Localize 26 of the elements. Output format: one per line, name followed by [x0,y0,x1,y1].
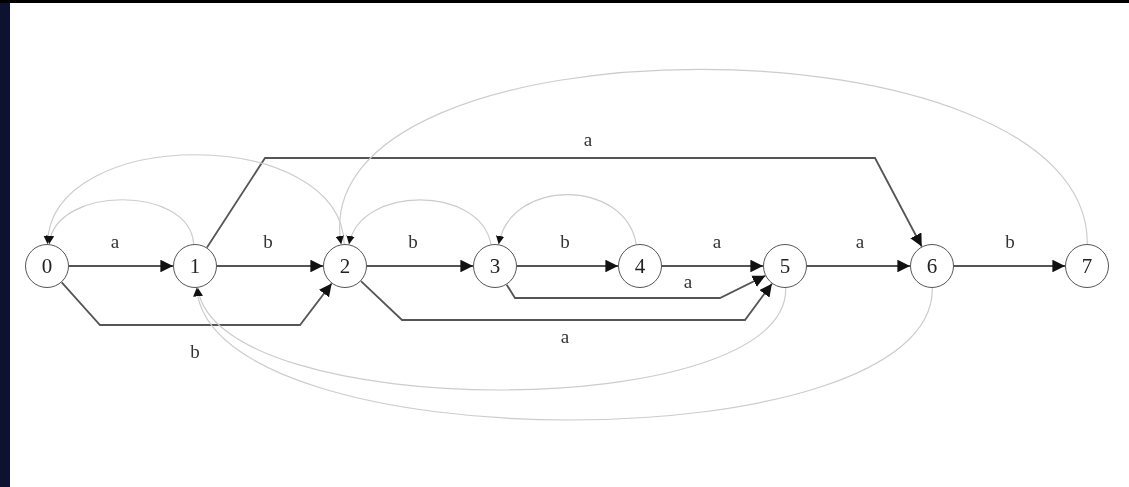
transition-arrow [337,68,1088,245]
transition-arrow [661,259,764,273]
state-circle: 4 [618,244,662,288]
transition-arrow [347,199,492,245]
transition-arrow [516,259,619,273]
transition-arrow [206,157,923,249]
transition-arrow [497,194,637,245]
transition-arrow [45,154,345,245]
transition-arrow [366,259,474,273]
transition-arrow [953,259,1066,273]
state-circle: 7 [1065,244,1109,288]
transition-arrow [360,280,773,321]
transition-arrow [806,259,911,273]
state-circle: 1 [173,244,217,288]
state-circle: 5 [763,244,807,288]
transition-arrow [505,274,767,299]
transition-arrow [196,287,933,421]
state-circle: 3 [473,244,517,288]
transition-arrow [216,259,324,273]
state-circle: 0 [25,244,69,288]
transition-arrow [60,281,333,326]
transition-arrow [68,259,174,273]
state-circle: 2 [323,244,367,288]
state-circle: 6 [910,244,954,288]
transition-arrow [47,199,195,245]
transition-arrow [197,287,787,391]
